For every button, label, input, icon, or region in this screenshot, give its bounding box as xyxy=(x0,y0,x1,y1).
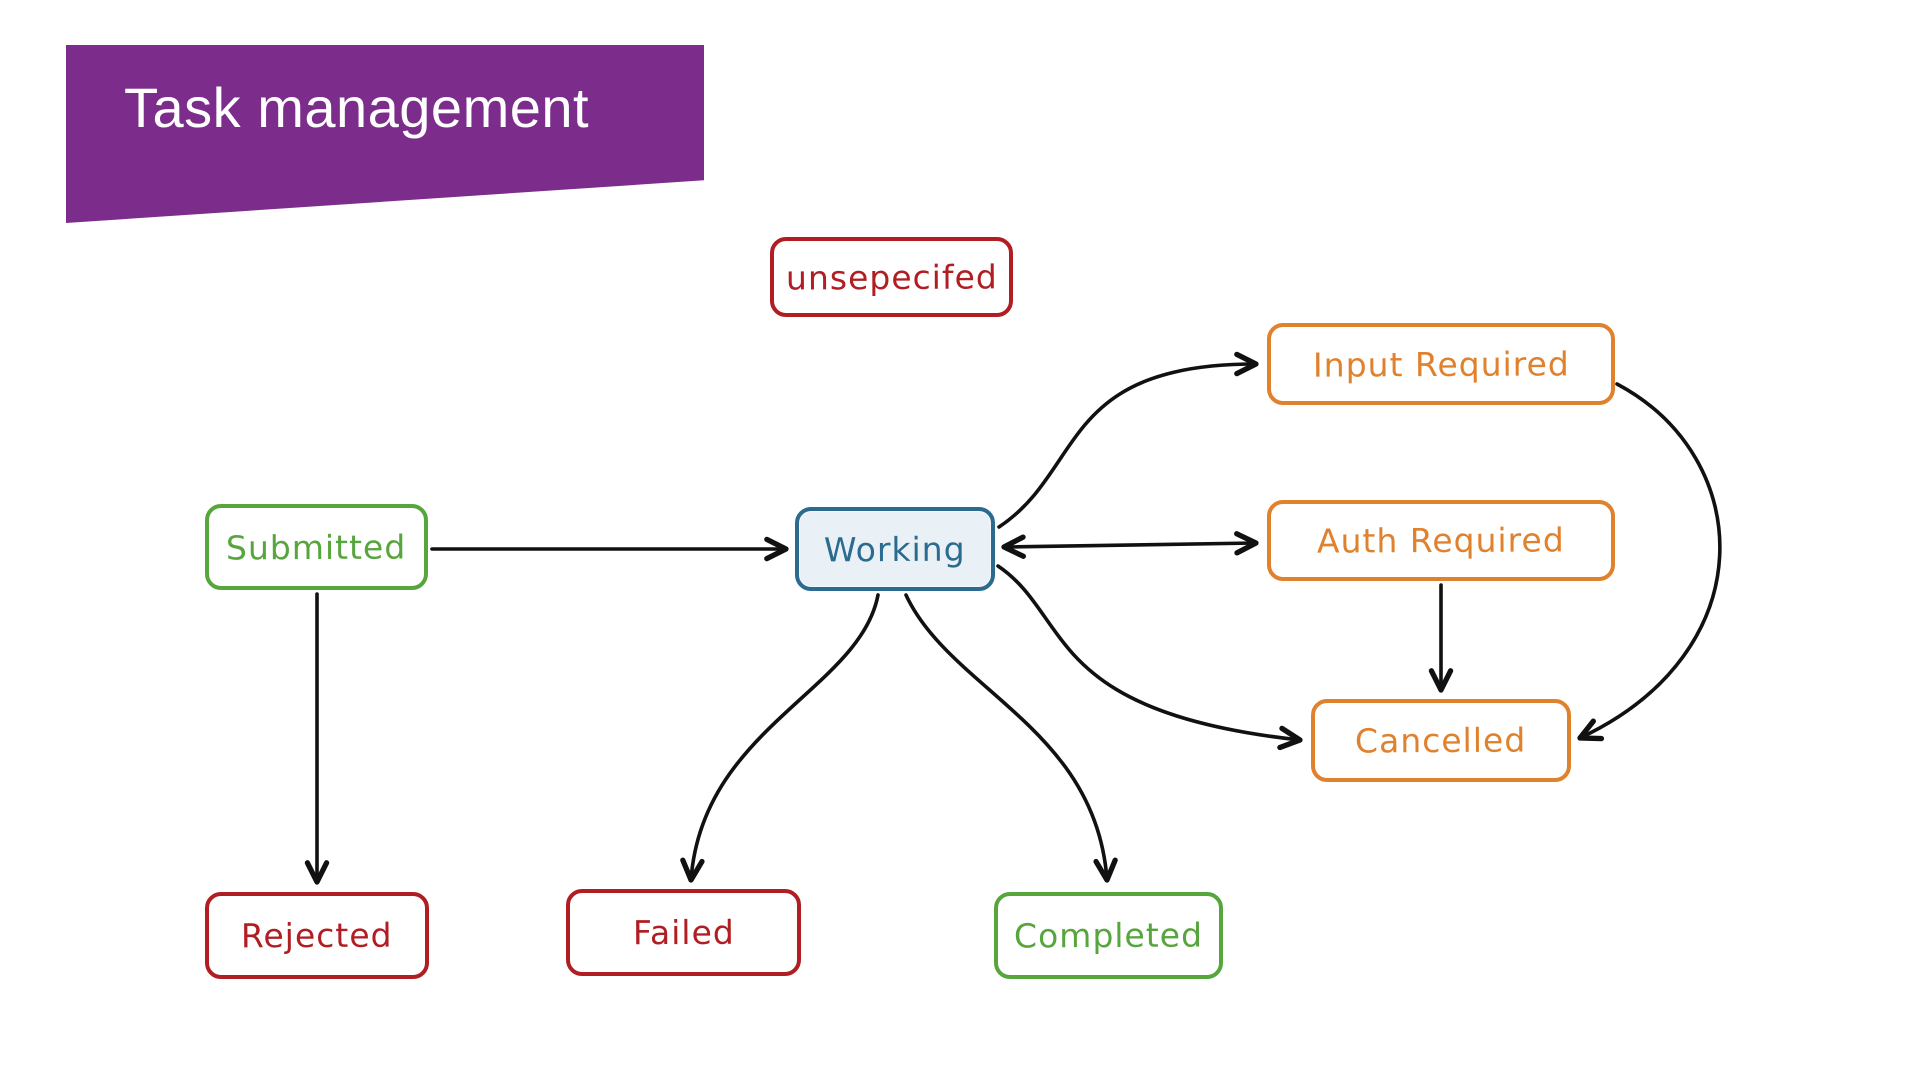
node-auth-required[interactable]: Auth Required xyxy=(1267,500,1615,581)
page-title: Task management xyxy=(124,76,590,139)
node-label: unsepecifed xyxy=(785,256,998,298)
edge-input-required-cancelled xyxy=(1577,382,1722,742)
node-label: Submitted xyxy=(226,527,407,567)
node-label: Cancelled xyxy=(1355,720,1527,761)
node-completed[interactable]: Completed xyxy=(994,892,1223,979)
node-cancelled[interactable]: Cancelled xyxy=(1311,699,1571,782)
edge-working-failed xyxy=(680,593,880,883)
node-failed[interactable]: Failed xyxy=(566,889,801,976)
node-label: Input Required xyxy=(1312,343,1570,385)
edge-working-completed xyxy=(904,593,1118,883)
edge-working-auth-required xyxy=(1001,531,1259,559)
node-label: Working xyxy=(824,529,966,569)
node-submitted[interactable]: Submitted xyxy=(205,504,428,590)
node-label: Rejected xyxy=(241,915,393,956)
node-input-required[interactable]: Input Required xyxy=(1267,323,1615,405)
node-working[interactable]: Working xyxy=(795,507,995,591)
node-label: Completed xyxy=(1013,915,1204,956)
node-label: Failed xyxy=(632,912,735,953)
edge-working-cancelled xyxy=(996,564,1303,751)
edge-working-input-required xyxy=(997,351,1259,529)
node-unspecified[interactable]: unsepecifed xyxy=(770,237,1013,317)
node-label: Auth Required xyxy=(1317,520,1565,561)
node-rejected[interactable]: Rejected xyxy=(205,892,429,979)
